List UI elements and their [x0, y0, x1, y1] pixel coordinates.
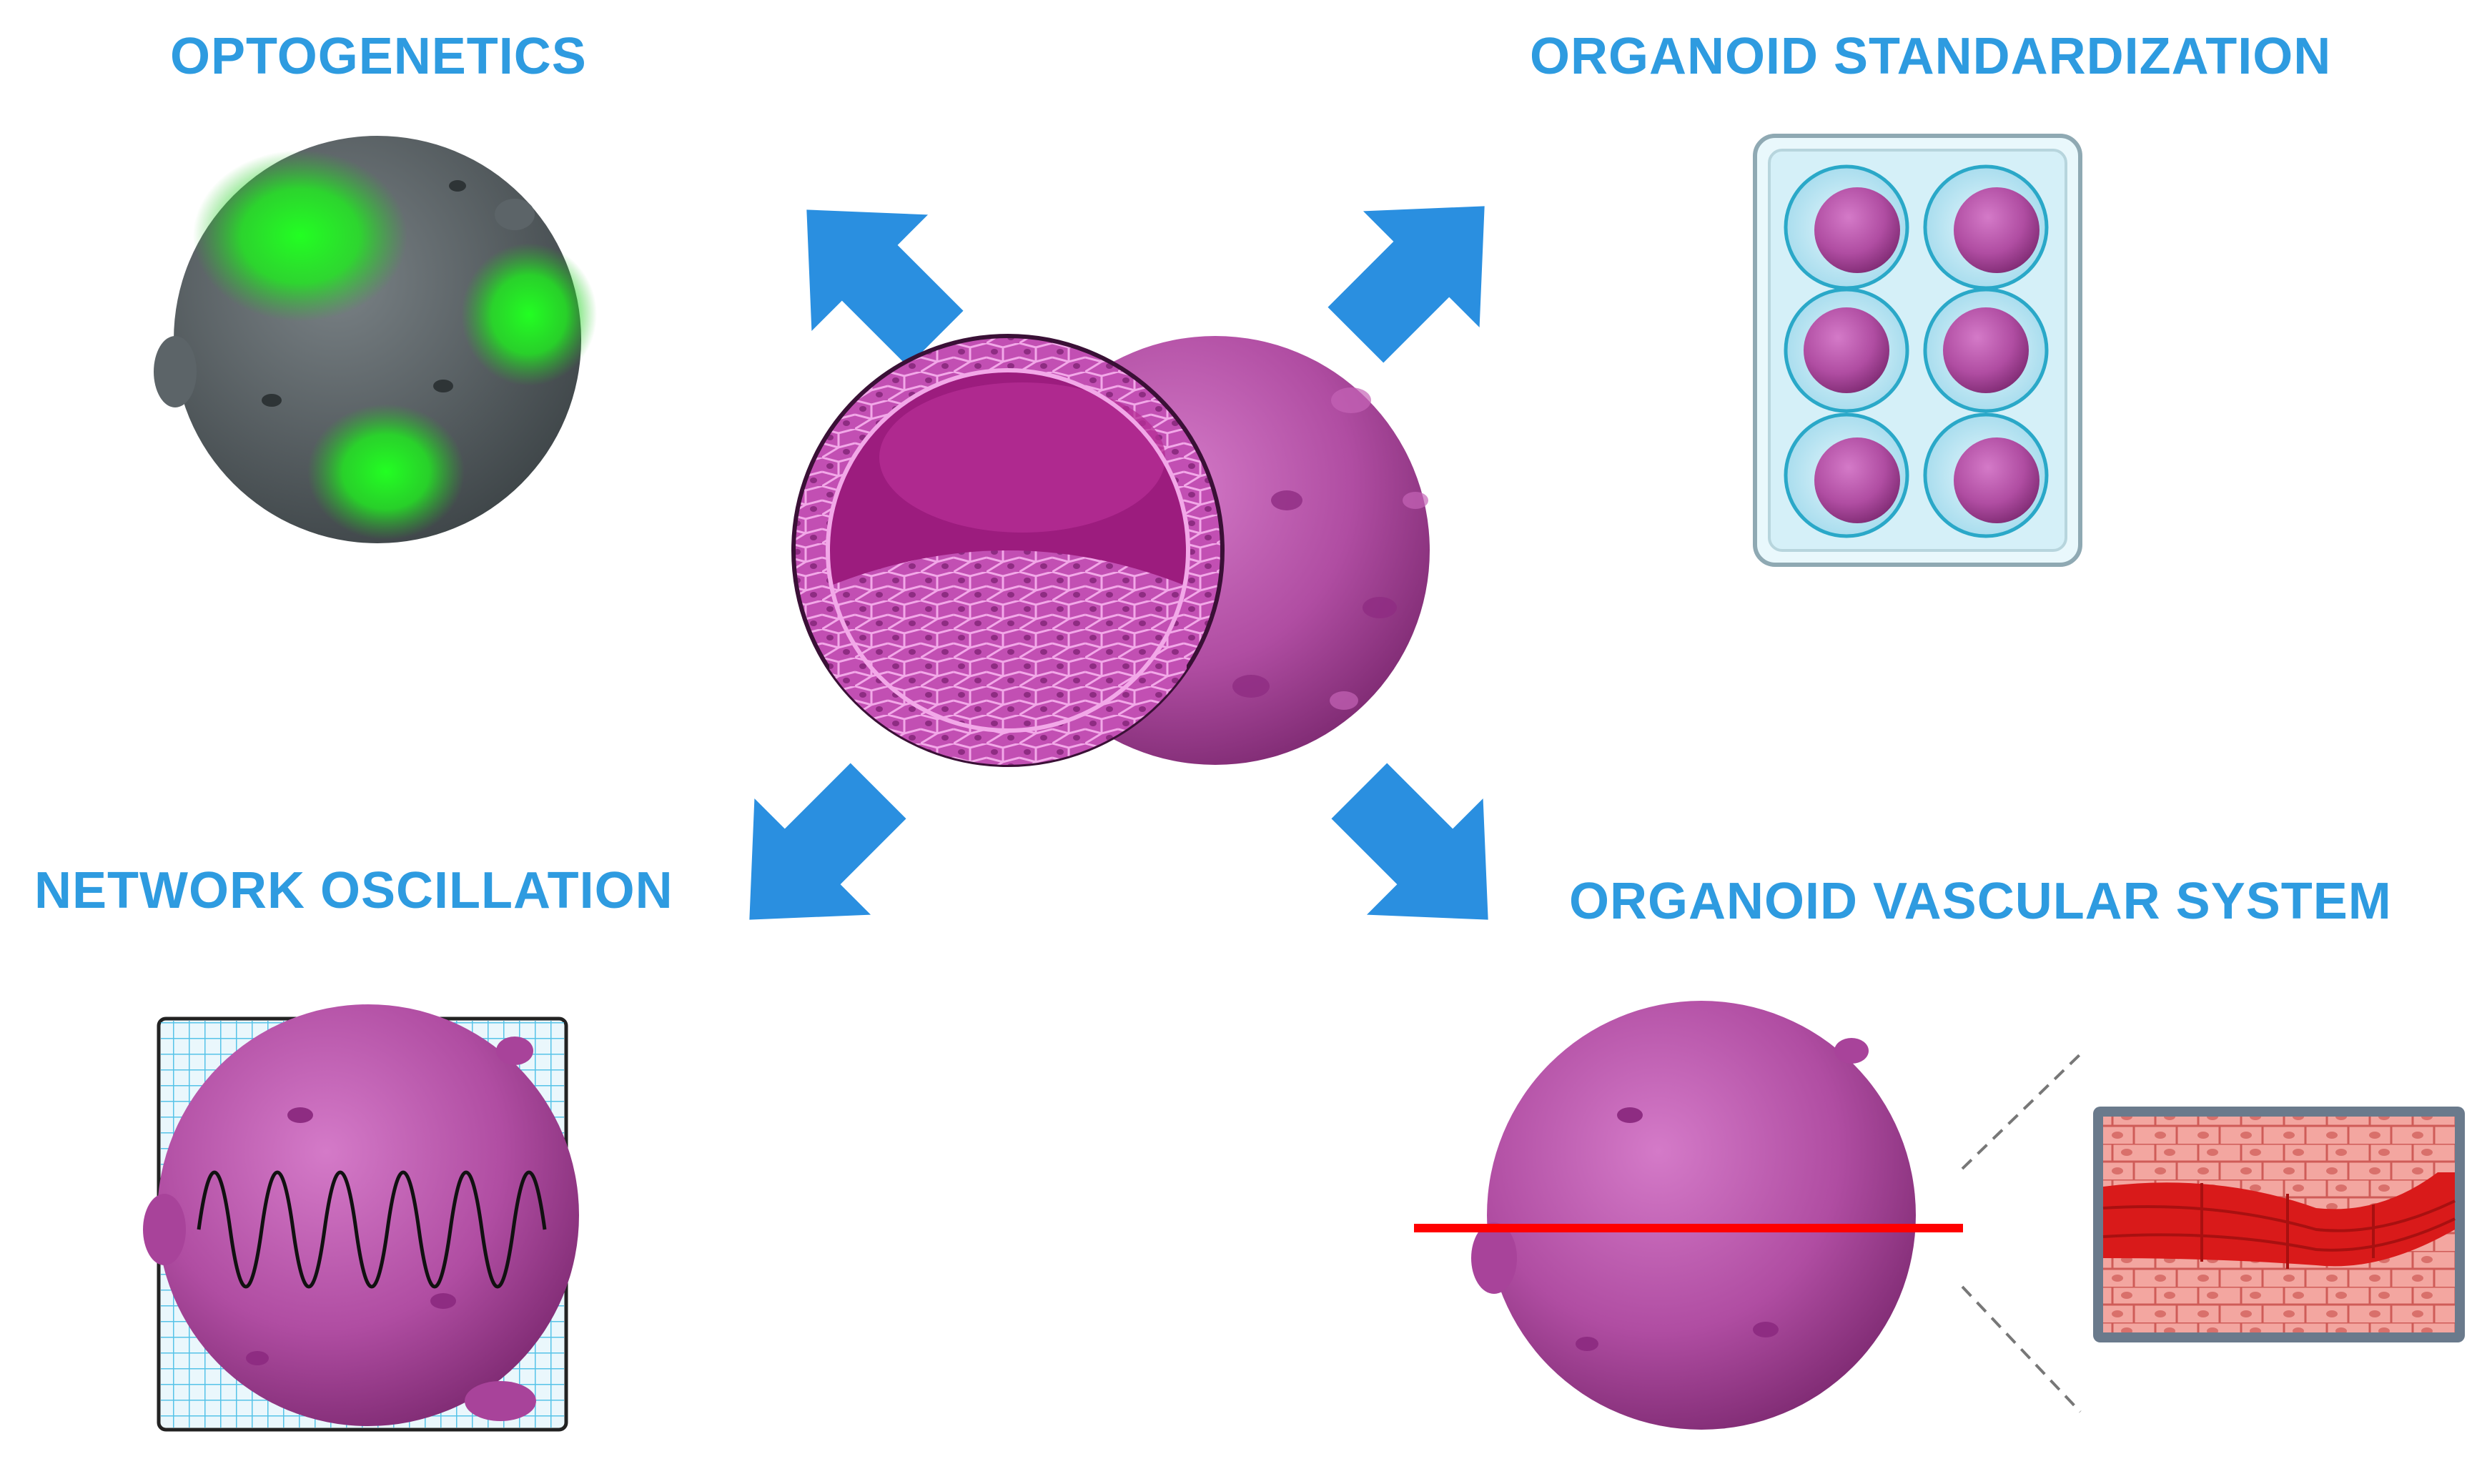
vascular-organoid — [1414, 1001, 2085, 1430]
well-b2 — [1923, 287, 2049, 413]
zoom-guide-top — [1961, 1049, 2085, 1170]
label-network-oscillation: NETWORK OSCILLATION — [34, 862, 673, 919]
well-c1 — [1784, 412, 1909, 538]
label-organoid-standardization: ORGANOID STANDARDIZATION — [1530, 28, 2332, 85]
network-oscillation-panel — [143, 1004, 579, 1432]
well-b1 — [1784, 287, 1909, 413]
label-optogenetics: OPTOGENETICS — [170, 28, 587, 85]
central-organoid-cutaway — [791, 334, 1430, 767]
well-a2 — [1923, 164, 2049, 290]
zoom-guide-bottom — [1961, 1285, 2082, 1413]
oscillation-wave — [197, 1170, 547, 1289]
well-c2 — [1923, 412, 2049, 538]
arrow-up-right-icon — [1327, 206, 1485, 363]
arrow-up-left-icon — [806, 209, 964, 367]
label-organoid-vascular-system: ORGANOID VASCULAR SYSTEM — [1569, 873, 2392, 930]
arrow-down-left-icon — [749, 763, 906, 920]
arrow-down-right-icon — [1331, 763, 1488, 920]
well-a1 — [1784, 164, 1909, 290]
optogenetics-organoid — [154, 136, 597, 543]
organoid-well-plate — [1753, 134, 2082, 567]
vessel-cross-section — [2093, 1107, 2465, 1342]
